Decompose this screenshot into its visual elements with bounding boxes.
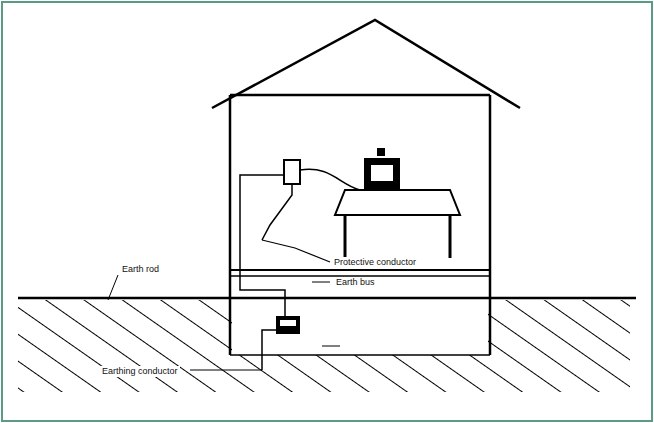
leader-line [312, 282, 330, 283]
leader-line [190, 370, 262, 371]
appliance [364, 158, 400, 190]
basement-floor [230, 354, 490, 356]
appliance-screen [371, 165, 393, 181]
floor [230, 269, 490, 271]
wire [262, 184, 292, 240]
callout-label: Earthing conductor [100, 366, 180, 377]
socket-outlet [284, 160, 300, 184]
ground-line [18, 297, 636, 300]
power-cord [300, 169, 360, 190]
callout-label: Protective conductor [332, 257, 418, 268]
appliance-top [377, 148, 385, 156]
leader-line [108, 275, 118, 300]
table-leg [344, 215, 347, 258]
callout-label: Earth rod [120, 264, 161, 275]
left-wall [229, 95, 232, 355]
earth-terminal-box [276, 316, 300, 334]
bonding-wire [262, 240, 330, 262]
earthing-conductor [262, 330, 276, 370]
callout-label: Earth bus [334, 277, 377, 288]
basement [232, 299, 488, 355]
soil-hatching [18, 300, 630, 392]
ceiling [230, 94, 490, 97]
table [335, 190, 460, 215]
earth-terminal-box [280, 320, 296, 326]
earthing-wire [240, 175, 285, 318]
leader-line [322, 346, 340, 347]
right-wall [489, 95, 492, 355]
table-leg [449, 215, 452, 258]
roof [212, 20, 520, 108]
